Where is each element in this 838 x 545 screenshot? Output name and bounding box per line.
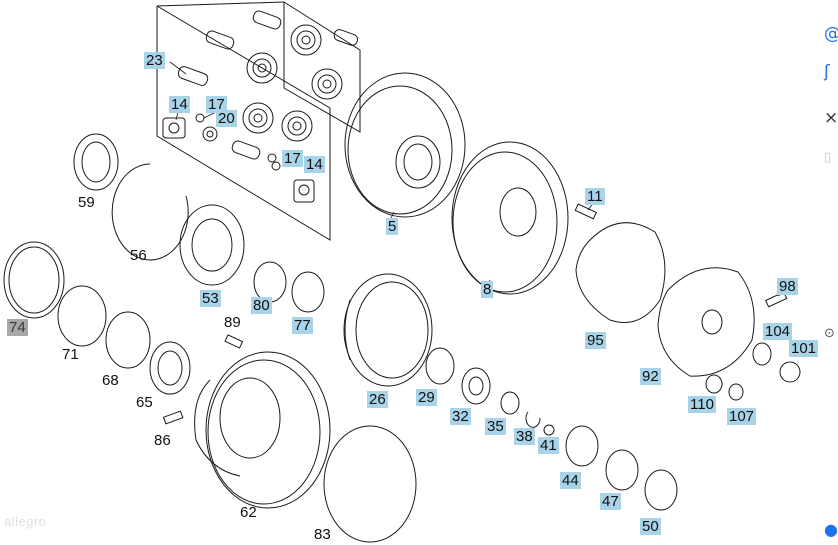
o-ring	[605, 449, 639, 491]
seal-ring	[253, 261, 287, 303]
seal-ring	[565, 425, 599, 467]
washer	[752, 342, 772, 366]
planet-carrier-housing	[344, 72, 466, 218]
circlip	[111, 163, 189, 261]
gasket	[575, 222, 666, 323]
swirl-icon[interactable]: ʃ	[824, 62, 830, 82]
part-label-98[interactable]: 98	[777, 278, 798, 295]
circlip	[644, 469, 678, 511]
seal-ring	[105, 311, 151, 369]
part-label-59: 59	[78, 194, 95, 211]
part-label-92[interactable]: 92	[640, 368, 661, 385]
bolt	[162, 203, 788, 425]
part-label-101[interactable]: 101	[789, 340, 819, 357]
planet-pin	[177, 10, 359, 160]
part-label-14[interactable]: 14	[304, 156, 325, 173]
part-label-11[interactable]: 11	[585, 188, 605, 205]
part-label-74[interactable]: 74	[7, 319, 28, 336]
right-toolbar-strip: @ ʃ × ▯ ⊙ ●	[824, 0, 838, 545]
part-label-86: 86	[154, 432, 171, 449]
part-label-20[interactable]: 20	[216, 110, 237, 127]
thrust-washer	[425, 347, 455, 385]
part-label-17[interactable]: 17	[282, 150, 303, 167]
bearing	[149, 341, 191, 395]
broken-image-icon[interactable]: ×	[824, 108, 838, 128]
washer	[705, 374, 723, 394]
ring-gear	[3, 241, 65, 319]
part-label-107[interactable]: 107	[727, 408, 757, 425]
status-dot-icon: ●	[824, 520, 838, 539]
leader-lines	[169, 61, 785, 297]
part-label-5[interactable]: 5	[386, 218, 399, 235]
lock-ring	[291, 271, 325, 313]
planet-gear	[242, 24, 343, 142]
part-label-41[interactable]: 41	[538, 437, 559, 454]
part-label-62: 62	[240, 504, 257, 521]
washer	[500, 391, 520, 415]
snap-ring	[525, 411, 541, 428]
part-label-38[interactable]: 38	[514, 428, 535, 445]
part-label-32[interactable]: 32	[450, 408, 471, 425]
part-label-77[interactable]: 77	[292, 317, 313, 334]
part-label-8[interactable]: 8	[481, 281, 494, 298]
part-label-71: 71	[62, 346, 79, 363]
internal-gear-drum	[343, 273, 433, 387]
more-icon[interactable]: ⊙	[824, 326, 835, 341]
part-label-80[interactable]: 80	[251, 297, 272, 314]
part-label-26[interactable]: 26	[367, 391, 388, 408]
hub	[179, 204, 245, 286]
bearing	[73, 133, 119, 191]
placeholder-icon: ▯	[824, 150, 832, 165]
seal-ring	[57, 285, 107, 347]
sun-gear	[461, 367, 491, 405]
part-label-53[interactable]: 53	[200, 290, 221, 307]
part-label-17[interactable]: 17	[206, 96, 227, 113]
part-label-89: 89	[224, 314, 241, 331]
part-label-47[interactable]: 47	[600, 493, 621, 510]
part-label-29[interactable]: 29	[416, 389, 437, 406]
part-label-65: 65	[136, 394, 153, 411]
flange-disc	[451, 141, 569, 295]
screw-plug	[728, 383, 744, 401]
part-label-14[interactable]: 14	[169, 96, 190, 113]
part-label-95[interactable]: 95	[585, 332, 606, 349]
swirl-icon[interactable]: @	[824, 24, 838, 44]
large-o-ring	[323, 425, 417, 543]
part-label-104[interactable]: 104	[763, 323, 793, 340]
wheel-housing	[194, 351, 331, 509]
part-label-50[interactable]: 50	[640, 518, 661, 535]
part-label-56: 56	[130, 247, 147, 264]
part-label-68: 68	[102, 372, 119, 389]
part-label-110[interactable]: 110	[688, 396, 716, 413]
plug	[543, 424, 555, 436]
end-cover	[657, 267, 755, 377]
part-label-35[interactable]: 35	[485, 418, 506, 435]
part-label-23[interactable]: 23	[144, 52, 165, 69]
part-label-83: 83	[314, 526, 331, 543]
thrust-washer	[162, 113, 315, 203]
watermark: allegro	[4, 514, 47, 529]
plug	[779, 361, 801, 383]
part-label-44[interactable]: 44	[560, 472, 581, 489]
